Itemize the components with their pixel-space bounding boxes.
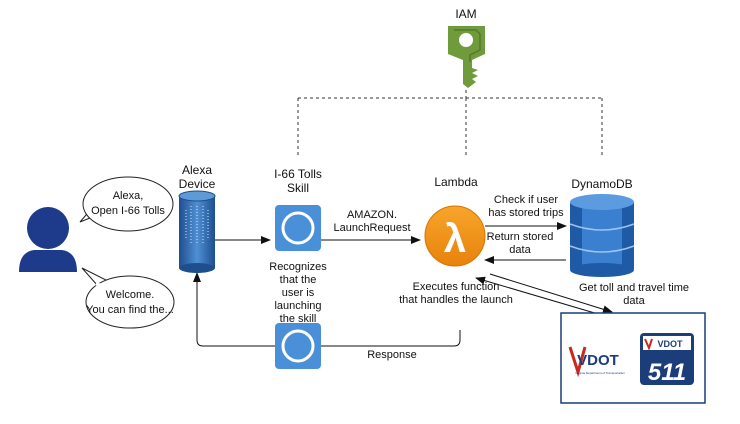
lambda-description-1: Executes function [413,281,500,293]
iam-connector [297,90,603,155]
iam-key-icon [448,26,485,88]
arrow-lambda-to-vdot [489,273,613,314]
return-data-label-1: Return stored [487,231,554,243]
skill-description-2: that the [280,274,317,286]
return-data-label-2: data [509,244,531,256]
skill-icon [275,205,321,251]
alexa-device-icon [178,190,216,273]
check-trips-label-1: Check if user [494,194,559,206]
vdot-logo: VDOT Virginia Department of Transportati… [568,346,625,378]
lambda-description-2: that handles the launch [399,294,513,306]
vdot-511-number: 511 [648,359,686,386]
vdot-fetch-label-1: Get toll and travel time [579,282,689,294]
skill-description-1: Recognizes [269,261,327,273]
speech-bubble-open-skill: Alexa, Open I-66 Tolls [79,176,174,232]
speech-bubble-welcome: Welcome. You can find the... [81,267,175,329]
launch-request-label-1: AMAZON. [347,209,397,221]
speech-line-3: Welcome. [106,289,155,301]
skill-label-1: I-66 Tolls [274,167,322,181]
check-trips-label-2: has stored trips [488,207,564,219]
skill-description-3: user is [282,287,315,299]
iam-label: IAM [455,7,476,21]
response-label: Response [367,349,417,361]
dynamodb-label: DynamoDB [571,177,632,191]
lambda-symbol: λ [444,217,466,261]
vdot-511-top-text: VDOT [657,339,683,349]
launch-request-label-2: LaunchRequest [333,222,410,234]
vdot-511-logo: VDOT 511 [640,333,694,386]
lambda-icon: λ [424,205,486,267]
vdot-logo-subtitle: Virginia Department of Transportation [575,371,625,375]
speech-line-1: Alexa, [113,190,144,202]
vdot-logo-text: VDOT [577,352,619,369]
alexa-device-label-2: Device [179,177,216,191]
speech-line-4: You can find the... [86,304,174,316]
dynamodb-icon [569,194,635,277]
skill-description-4: launching [274,300,321,312]
arrow-vdot-to-lambda [475,276,599,315]
skill-label-2: Skill [287,181,309,195]
lambda-label: Lambda [434,175,478,189]
alexa-device-label-1: Alexa [182,163,212,177]
skill-description-5: the skill [280,313,317,325]
response-skill-icon [275,323,321,369]
response-path [193,272,461,347]
user-icon [19,207,77,272]
speech-line-2: Open I-66 Tolls [91,205,165,217]
vdot-fetch-label-2: data [623,295,645,307]
